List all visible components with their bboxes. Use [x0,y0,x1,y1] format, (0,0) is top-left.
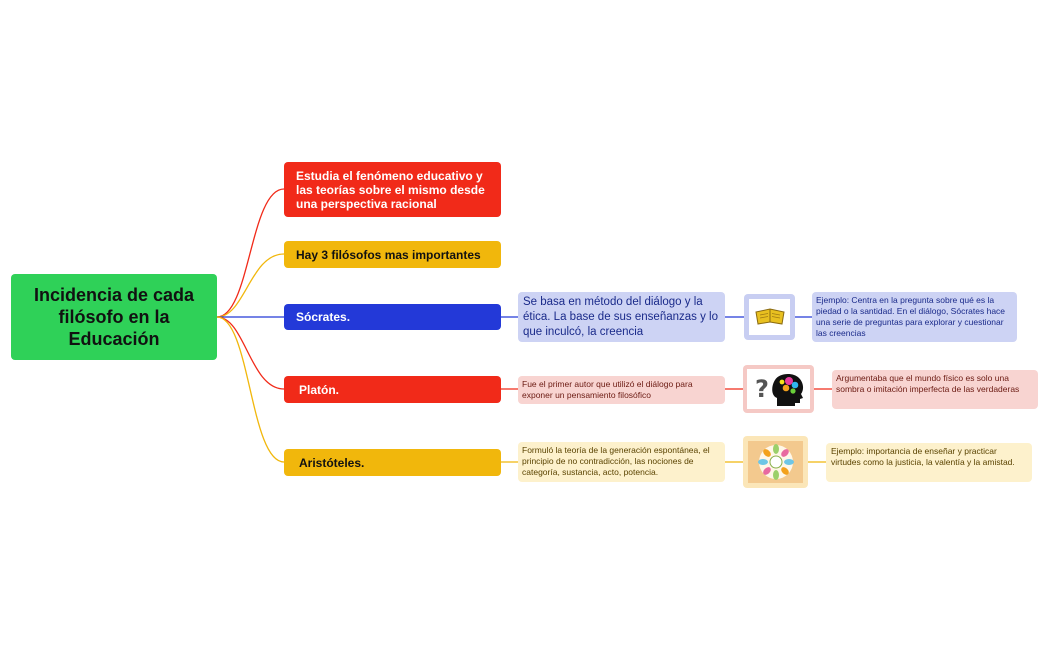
socrates-description[interactable]: Se basa en método del diálogo y la ética… [518,292,725,342]
branch-platon[interactable]: Platón. [284,376,501,403]
aristoteles-description[interactable]: Formuló la teoría de la generación espon… [518,442,725,482]
root-title: Incidencia de cada filósofo en la Educac… [33,285,195,349]
branch-main-philosophers-label: Hay 3 filósofos mas importantes [296,247,481,262]
root-topic[interactable]: Incidencia de cada filósofo en la Educac… [11,274,217,360]
socrates-description-text: Se basa en método del diálogo y la ética… [523,296,718,338]
flower-diagram-icon [748,441,803,483]
branch-socrates-label: Sócrates. [296,310,351,324]
branch-aristoteles-label: Aristóteles. [299,455,365,470]
platon-image[interactable]: ? [743,365,814,413]
aristoteles-example[interactable]: Ejemplo: importancia de enseñar y practi… [826,443,1032,482]
socrates-example-text: Ejemplo: Centra en la pregunta sobre qué… [816,295,1006,338]
platon-example[interactable]: Argumentaba que el mundo físico es solo … [832,370,1038,409]
platon-description[interactable]: Fue el primer autor que utilizó el diálo… [518,376,725,404]
platon-description-text: Fue el primer autor que utilizó el diálo… [522,379,693,400]
thinking-head-icon: ? [747,369,810,409]
branch-socrates[interactable]: Sócrates. [284,304,501,330]
socrates-example[interactable]: Ejemplo: Centra en la pregunta sobre qué… [812,292,1017,342]
branch-main-philosophers[interactable]: Hay 3 filósofos mas importantes [284,241,501,268]
branch-aristoteles[interactable]: Aristóteles. [284,449,501,476]
aristoteles-image[interactable] [743,436,808,488]
platon-example-text: Argumentaba que el mundo físico es solo … [836,373,1020,394]
svg-text:?: ? [755,375,769,403]
aristoteles-example-text: Ejemplo: importancia de enseñar y practi… [831,446,1015,467]
branch-definition-label: Estudia el fenómeno educativo y las teor… [296,168,485,211]
aristoteles-description-text: Formuló la teoría de la generación espon… [522,445,710,477]
branch-platon-label: Platón. [299,382,340,397]
branch-definition[interactable]: Estudia el fenómeno educativo y las teor… [284,162,501,217]
book-icon [749,299,790,335]
socrates-image[interactable] [744,294,795,340]
